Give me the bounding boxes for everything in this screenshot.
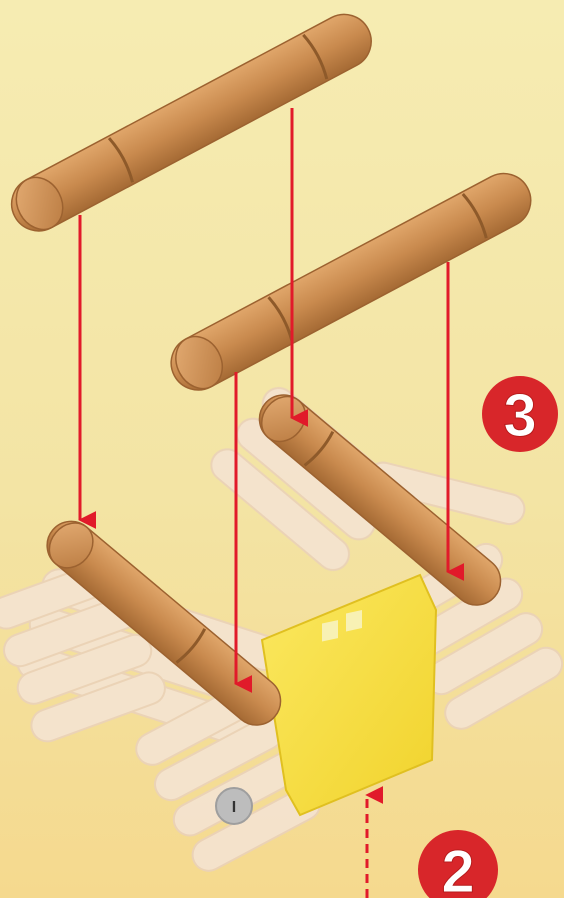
step-number-3: 3 (503, 382, 536, 449)
step-badge-2: 2 (418, 830, 498, 898)
yellow-door-panel (262, 575, 436, 815)
component-marker: I (216, 788, 252, 824)
upper-log-back (162, 164, 541, 399)
component-marker-label: I (232, 799, 236, 816)
step-number-2: 2 (441, 838, 474, 898)
step-badge-3: 3 (482, 376, 558, 452)
ghost-cabin-structure (0, 382, 564, 877)
upper-log-front (2, 5, 381, 240)
